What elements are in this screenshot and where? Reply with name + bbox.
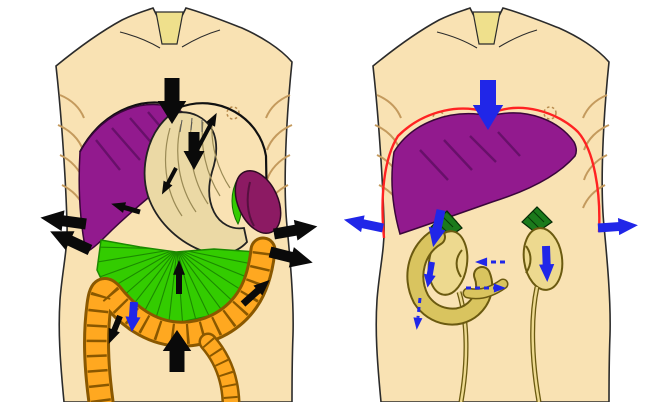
duodenum-loop [406, 228, 509, 326]
left-kidney [427, 230, 469, 296]
sigmoid-body [201, 335, 238, 402]
left-lateral-lower-arrow [50, 231, 93, 255]
left-kidney-hilum [455, 249, 463, 278]
mesentery-line [97, 248, 178, 265]
medial-dashed-arrow [475, 257, 505, 267]
right-adrenal-hatching [527, 207, 548, 229]
fundus-up-arrow [195, 112, 217, 151]
pelvic-blue-arrow [125, 301, 141, 332]
stomach [143, 111, 248, 256]
left-panel-anterior-view [40, 7, 318, 402]
left-lateral-upper-arrow [40, 210, 87, 232]
hepatic-flexure-up-arrow [240, 279, 270, 307]
left-kidney-group [427, 230, 469, 296]
right-panel-posterior-view [343, 7, 638, 402]
stomach-left-arrow [111, 202, 141, 215]
right-lateral-lower-arrow [268, 246, 313, 268]
cardia-down-left-arrow [161, 167, 178, 195]
duodenum-branch-body [464, 280, 507, 298]
duodenum-inner-down-arrow [423, 261, 436, 288]
right-kidney-down-blue-arrow [539, 245, 555, 282]
duodenum-down-blue-arrow [428, 209, 446, 248]
ureters-body [457, 286, 541, 402]
left-lateral-blue-arrow [343, 215, 384, 233]
mesentery-up-arrow [173, 260, 185, 294]
mesentery-line [166, 248, 178, 322]
mesentery-line [176, 248, 203, 322]
fundus-striation-lines [179, 117, 203, 133]
spleen-group [234, 170, 282, 234]
superior-compression-arrow [157, 78, 187, 124]
right-lateral-upper-arrow [273, 219, 318, 241]
liver-posterior-texture-lines [419, 131, 521, 181]
left-panel-arrows [40, 78, 318, 372]
spleen-texture-line [246, 181, 255, 227]
right-kidney-hilum [525, 245, 532, 274]
inferior-up-arrow [162, 330, 192, 372]
descending-colon-arrow [108, 314, 123, 344]
transverse-dashed-arrow [466, 283, 506, 293]
spleen [234, 170, 282, 234]
mesentery-line [97, 248, 178, 282]
liver-texture-lines [95, 111, 171, 171]
right-lateral-blue-arrow [597, 218, 638, 236]
right-adrenal-gland [521, 206, 553, 234]
inferior-dashed-arrow [413, 297, 423, 330]
mesentery-line [148, 248, 178, 322]
